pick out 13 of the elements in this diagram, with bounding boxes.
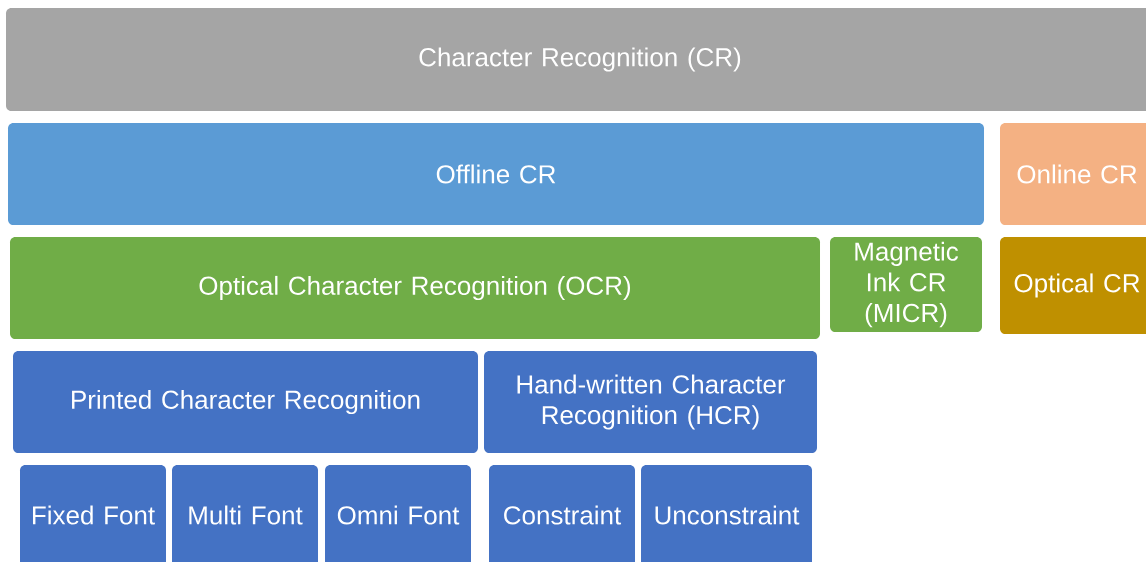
category-box: Optical Character Recognition (OCR) [10,237,820,339]
category-box: Constraint [489,465,635,562]
category-box: Online CR [1000,123,1146,225]
category-box: Multi Font [172,465,318,562]
category-box: Printed Character Recognition [13,351,478,453]
category-box: Omni Font [325,465,471,562]
category-box: Character Recognition (CR) [6,8,1146,111]
category-box: Hand-written Character Recognition (HCR) [484,351,817,453]
category-box: Fixed Font [20,465,166,562]
category-box: Magnetic Ink CR (MICR) [830,237,982,332]
category-box: Unconstraint [641,465,812,562]
category-box: Optical CR [1000,237,1146,334]
category-box: Offline CR [8,123,984,225]
